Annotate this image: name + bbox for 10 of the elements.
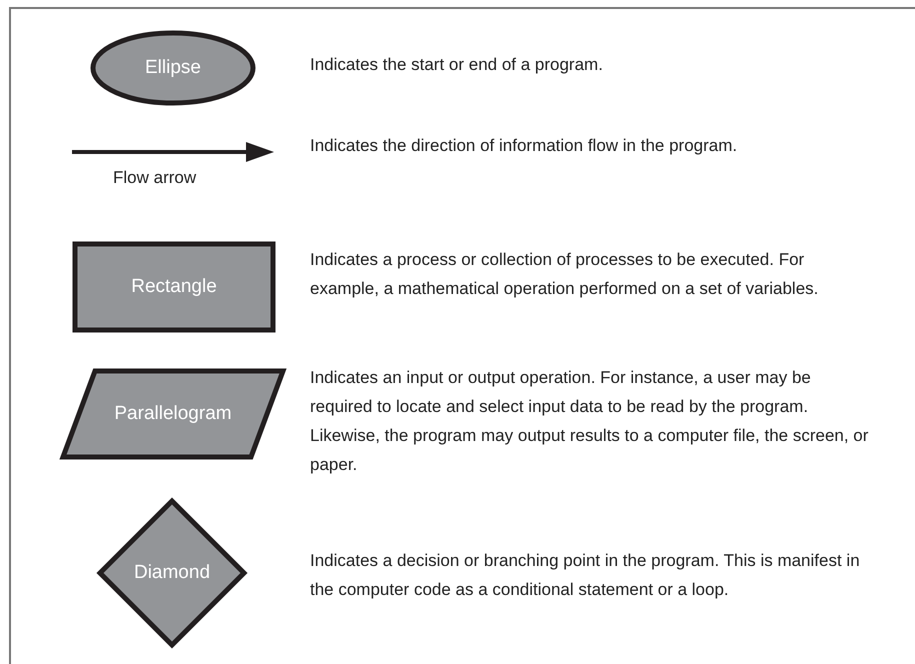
shape-label: Rectangle	[131, 276, 217, 298]
description-text: Indicates a decision or branching point in the program. This is manifest in the computer code as a conditional statement or a loop.	[310, 550, 861, 601]
symbol-caption: Flow arrow	[113, 168, 196, 188]
description-text: Indicates a process or collection of processes to be executed. For example, a mathematical operation performed on a set of variables.	[310, 249, 820, 300]
description-text: Indicates the start or end of a program.	[310, 54, 604, 76]
description-text: Indicates an input or output operation. For instance, a user may be required to locate and select input data to be read by the program. Likewise, the program may output results to a computer file, the screen, or paper.	[310, 367, 870, 476]
shape-label: Parallelogram	[114, 403, 232, 425]
shape-label: Diamond	[134, 562, 210, 584]
description-text: Indicates the direction of information flow in the program.	[310, 135, 738, 157]
shape-label: Ellipse	[145, 57, 201, 79]
